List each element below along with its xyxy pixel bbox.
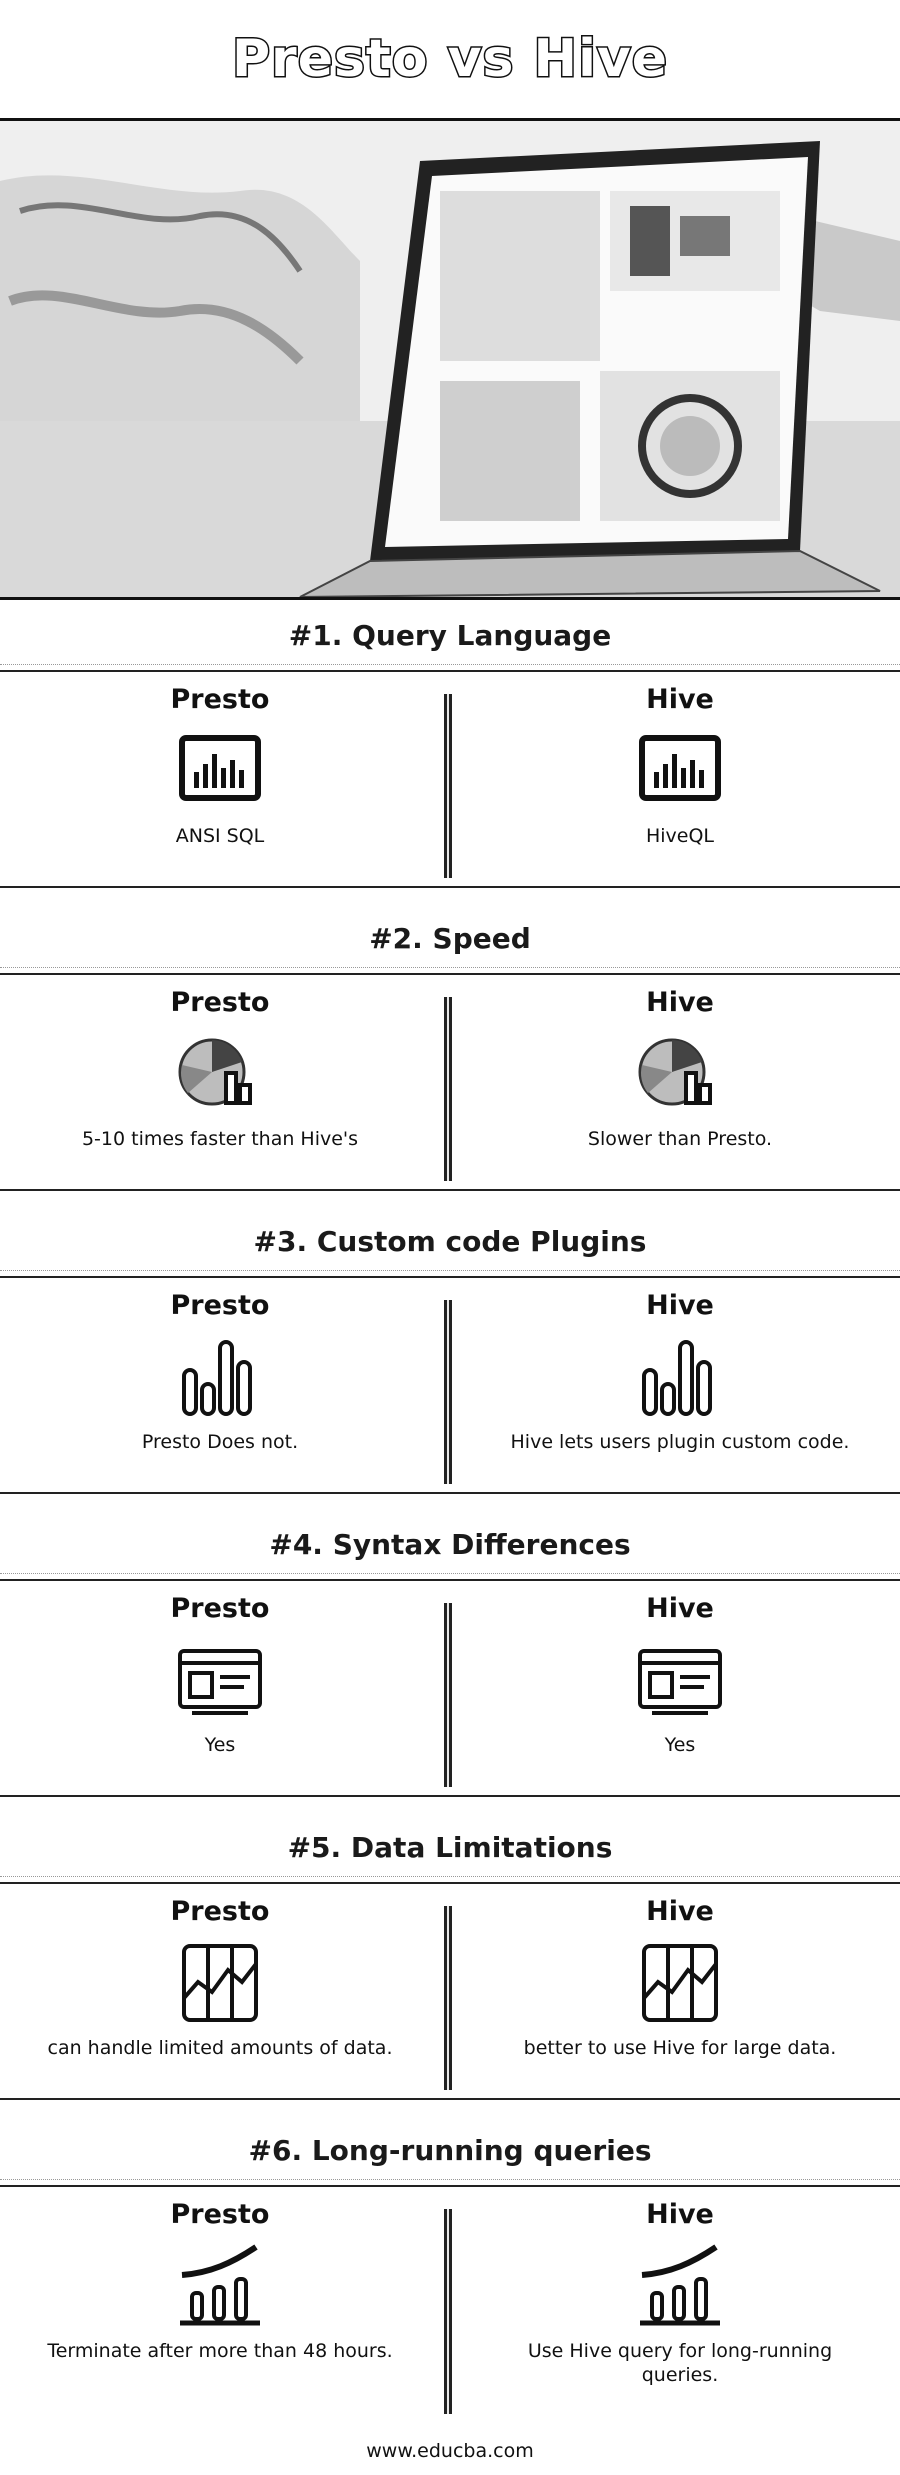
hive-label: Hive <box>646 684 714 715</box>
presto-label: Presto <box>170 1896 270 1927</box>
bar-chart-monitor-icon <box>179 735 261 801</box>
presto-text: Yes <box>204 1734 236 1756</box>
section-heading-query-language: #1. Query Language <box>288 618 612 652</box>
section-heading-custom-code-plugins: #3. Custom code Plugins <box>253 1224 647 1258</box>
comparison-panel-long-running-queries: Presto Terminate after more than 48 hour… <box>0 2179 900 2435</box>
column-divider <box>444 1300 452 1484</box>
section-heading-speed: #2. Speed <box>369 921 531 955</box>
hive-column: Hive Yes <box>460 1581 900 1795</box>
section-heading-long-running-queries: #6. Long-running queries <box>248 2133 652 2167</box>
column-divider <box>444 694 452 878</box>
hive-label: Hive <box>646 987 714 1018</box>
bar-graph-icon <box>642 1340 712 1416</box>
presto-text: Presto Does not. <box>141 1431 299 1453</box>
page-title: Presto vs Hive <box>230 28 669 91</box>
pie-chart-icon <box>178 1038 252 1106</box>
presto-column: Presto can handle limited amounts of dat… <box>0 1884 440 2098</box>
bar-graph-icon <box>182 1340 252 1416</box>
column-divider <box>444 997 452 1181</box>
presto-label: Presto <box>170 2199 270 2230</box>
presto-column: Presto 5-10 times faster than Hive's <box>0 975 440 1189</box>
comparison-panel-speed: Presto 5-10 times faster than Hive's Hiv… <box>0 967 900 1191</box>
hive-label: Hive <box>646 1290 714 1321</box>
bar-chart-monitor-icon <box>639 735 721 801</box>
laptop-illustration <box>0 121 900 597</box>
browser-window-icon <box>178 1649 262 1715</box>
hive-column: Hive HiveQL <box>460 672 900 886</box>
hive-text: better to use Hive for large data. <box>523 2037 837 2059</box>
browser-window-icon <box>638 1649 722 1715</box>
presto-label: Presto <box>170 1593 270 1624</box>
growth-chart-icon <box>180 2244 260 2326</box>
comparison-panel-custom-code-plugins: Presto Presto Does not. Hive Hive lets u… <box>0 1270 900 1494</box>
presto-label: Presto <box>170 1290 270 1321</box>
section-heading-data-limitations: #5. Data Limitations <box>287 1830 613 1864</box>
presto-column: Presto Terminate after more than 48 hour… <box>0 2187 440 2401</box>
growth-chart-icon <box>640 2244 720 2326</box>
hive-column: Hive Slower than Presto. <box>460 975 900 1189</box>
comparison-panel-syntax-differences: Presto Yes Hive Yes <box>0 1573 900 1797</box>
presto-label: Presto <box>170 684 270 715</box>
column-divider <box>444 1603 452 1787</box>
hive-label: Hive <box>646 2199 714 2230</box>
presto-text: 5-10 times faster than Hive's <box>81 1128 359 1150</box>
hive-label: Hive <box>646 1593 714 1624</box>
presto-text: can handle limited amounts of data. <box>47 2037 393 2059</box>
column-divider <box>444 2209 452 2414</box>
hero-laptop-image <box>0 118 900 600</box>
presto-column: Presto Presto Does not. <box>0 1278 440 1492</box>
data-table-icon <box>182 1944 258 2022</box>
column-divider <box>444 1906 452 2090</box>
section-heading-syntax-differences: #4. Syntax Differences <box>269 1527 631 1561</box>
title-bar: Presto vs Hive <box>0 0 900 118</box>
presto-text: Terminate after more than 48 hours. <box>47 2340 393 2362</box>
hive-column: Hive Hive lets users plugin custom code. <box>460 1278 900 1492</box>
pie-chart-icon <box>638 1038 712 1106</box>
hive-column: Hive better to use Hive for large data. <box>460 1884 900 2098</box>
hive-text: Yes <box>664 1734 696 1756</box>
footer-url: www.educba.com <box>366 2440 534 2462</box>
hive-text: HiveQL <box>645 825 715 847</box>
hive-label: Hive <box>646 1896 714 1927</box>
presto-column: Presto Yes <box>0 1581 440 1795</box>
hive-column: Hive Use Hive query for long-running que… <box>460 2187 900 2401</box>
comparison-panel-query-language: Presto ANSI SQL Hive HiveQL <box>0 664 900 888</box>
data-table-icon <box>642 1944 718 2022</box>
presto-text: ANSI SQL <box>175 825 265 847</box>
hive-text: Hive lets users plugin custom code. <box>510 1431 850 1453</box>
presto-label: Presto <box>170 987 270 1018</box>
hive-text: Use Hive query for long-running queries. <box>527 2340 833 2386</box>
comparison-panel-data-limitations: Presto can handle limited amounts of dat… <box>0 1876 900 2100</box>
hive-text: Slower than Presto. <box>587 1128 773 1150</box>
presto-column: Presto ANSI SQL <box>0 672 440 886</box>
